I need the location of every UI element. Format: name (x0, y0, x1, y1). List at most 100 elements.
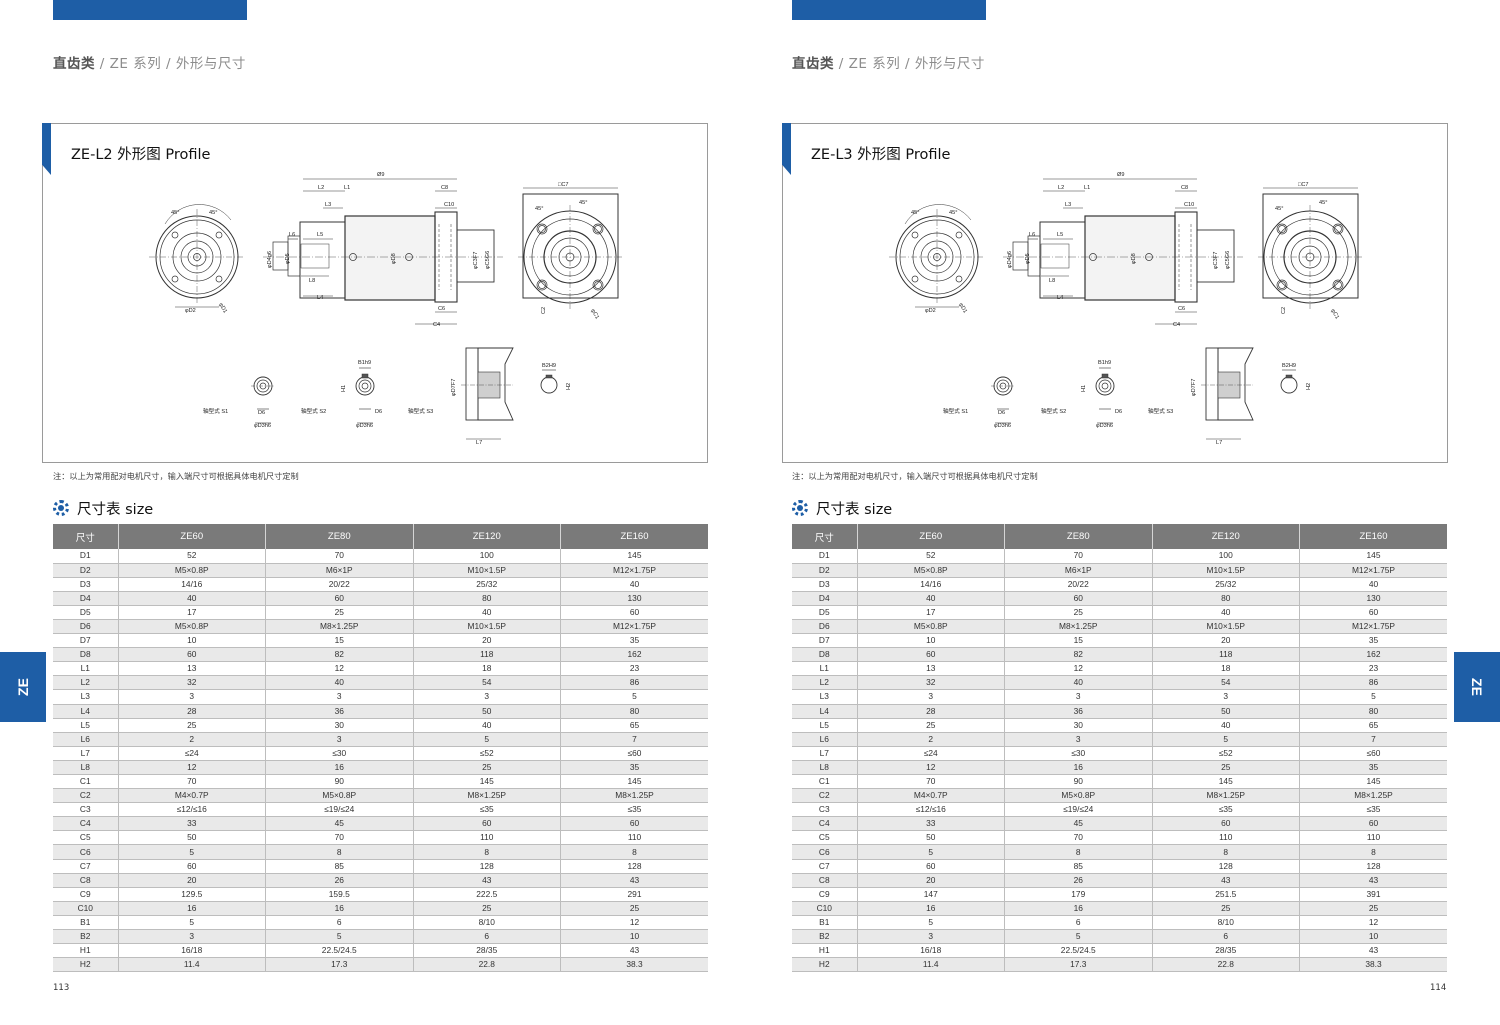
drawing-rect (545, 374, 553, 379)
dimension-value: 147 (856, 887, 1005, 902)
gear-icon (53, 500, 69, 516)
drawing-rect (1040, 243, 1070, 269)
dimension-value: 130 (1299, 591, 1447, 606)
dimension-value: 52 (117, 549, 266, 564)
drawing-circle (538, 225, 546, 233)
table-header-cell: ZE120 (1151, 524, 1300, 549)
dimension-label: C2 (1281, 307, 1287, 314)
dimension-value: 179 (1004, 887, 1152, 902)
dimension-label: L8 (309, 278, 315, 284)
drawing-rect (456, 229, 495, 283)
dimension-value: 65 (560, 718, 708, 733)
dimension-value: 5 (856, 915, 1005, 931)
dimension-code: L3 (792, 689, 857, 705)
dimension-value: 70 (856, 774, 1005, 790)
dimension-label: C6 (438, 306, 445, 312)
breadcrumb-path: / ZE 系列 / 外形与尺寸 (834, 56, 985, 72)
dimension-value: 22.5/24.5 (1004, 943, 1152, 959)
dimension-value: ≤12/≤16 (856, 802, 1005, 818)
dimension-value: 159.5 (265, 887, 413, 902)
dimension-value: 8 (1299, 844, 1447, 860)
dimension-code: L6 (53, 732, 118, 747)
dimension-value: 12 (265, 661, 413, 677)
dimension-value: ≤24 (117, 746, 266, 761)
dimension-value: 15 (265, 633, 413, 649)
dimension-label: 轴型式 S1 (943, 407, 968, 415)
dimension-value: 8 (412, 844, 561, 860)
dimension-value: M12×1.75P (560, 619, 708, 635)
breadcrumb-path: / ZE 系列 / 外形与尺寸 (95, 56, 246, 72)
dimension-value: 128 (1299, 859, 1447, 874)
dimension-value: 35 (560, 760, 708, 776)
dimension-label: L2 (318, 185, 324, 191)
dimension-value: 8/10 (412, 915, 561, 931)
dimension-value: M8×1.25P (412, 788, 561, 804)
drawing-circle (594, 225, 602, 233)
dimension-value: 145 (560, 774, 708, 790)
dimension-value: 40 (856, 591, 1005, 606)
dimension-value: M6×1P (265, 563, 413, 578)
dimension-value: 54 (412, 675, 561, 691)
dimension-code: C3 (792, 802, 857, 818)
dimension-value: 60 (560, 816, 708, 832)
dimension-value: 60 (1151, 816, 1300, 832)
dimension-value: 3 (117, 689, 266, 705)
dimension-value: 13 (856, 661, 1005, 677)
dimension-label: D6 (998, 410, 1005, 416)
dimension-code: B1 (792, 915, 857, 931)
dimension-code: L8 (792, 760, 857, 776)
dimension-value: M8×1.25P (1151, 788, 1300, 804)
dimension-code: C2 (53, 788, 118, 804)
dimension-value: 17.3 (1004, 957, 1152, 973)
dimension-label: φD3h6 (254, 423, 271, 429)
dimension-value: 20 (412, 633, 561, 649)
dimension-value: 80 (1299, 704, 1447, 719)
dimension-value: 60 (265, 591, 413, 606)
dimension-code: D6 (792, 619, 857, 635)
dimension-label: φC1 (1329, 308, 1340, 320)
dimension-value: 60 (412, 816, 561, 832)
dimension-value: ≤35 (560, 802, 708, 818)
dimension-value: 222.5 (412, 887, 561, 902)
dimension-value: M10×1.5P (412, 563, 561, 578)
drawing-rect (465, 347, 479, 421)
dimension-value: 110 (560, 830, 708, 846)
dimension-value: 80 (1151, 591, 1300, 606)
dimension-value: 50 (1151, 704, 1300, 719)
dimension-value: 3 (265, 732, 413, 747)
drawing-rect (1262, 193, 1359, 299)
dimension-value: 50 (412, 704, 561, 719)
dimension-value: ≤12/≤16 (117, 802, 266, 818)
drawing-circle (1098, 379, 1112, 393)
dimension-value: M10×1.5P (1151, 563, 1300, 578)
page-left: 直齿类 / ZE 系列 / 外形与尺寸 ZE-L2 外形图 Profile 45… (0, 0, 708, 993)
dimension-value: 36 (265, 704, 413, 719)
dimension-value: 25 (856, 718, 1005, 733)
dimension-value: 28 (856, 704, 1005, 719)
dimension-value: ≤19/≤24 (265, 802, 413, 818)
drawing-circle (1334, 225, 1342, 233)
dimension-code: C9 (792, 887, 857, 902)
dimension-value: 12 (560, 915, 708, 931)
dimension-code: D8 (792, 647, 857, 663)
table-header-cell: ZE80 (265, 524, 413, 549)
dimension-value: 10 (560, 929, 708, 945)
dimension-label: C2 (541, 307, 547, 314)
dimension-value: 118 (412, 647, 561, 663)
dimension-label: B1h9 (1098, 360, 1111, 366)
dimension-value: 8 (1004, 844, 1152, 860)
dimension-value: 12 (1299, 915, 1447, 931)
drawing-circle (358, 379, 372, 393)
